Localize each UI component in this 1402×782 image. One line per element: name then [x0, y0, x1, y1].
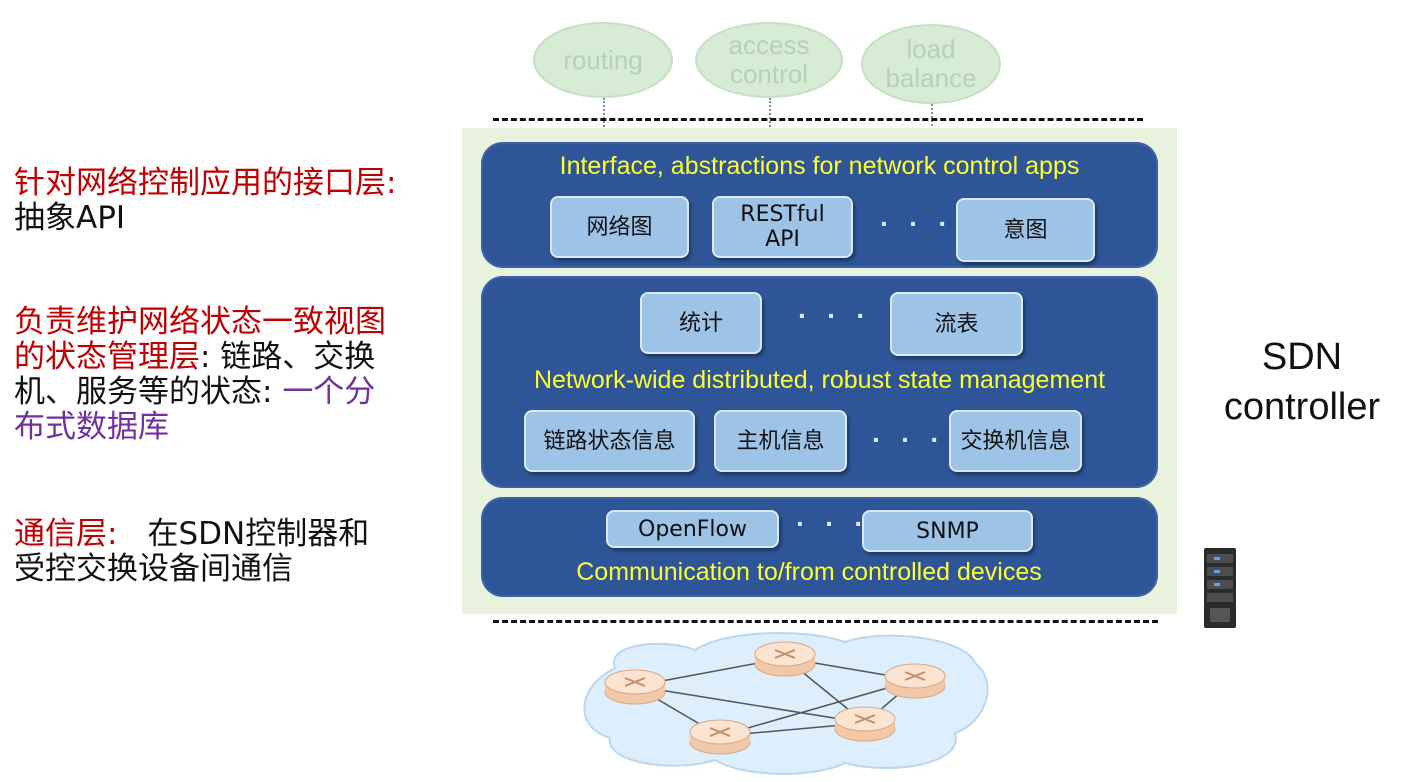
state-bottom-ellipsis: · · ·: [872, 424, 946, 455]
comm-layer: [481, 497, 1158, 597]
interface-layer-note: 针对网络控制应用的接口层: 抽象API: [14, 166, 396, 236]
state-layer-note: 负责维护网络状态一致视图 的状态管理层: 链路、交换 机、服务等的状态: 一个分…: [14, 305, 386, 445]
southbound-boundary: [493, 620, 1158, 623]
router-icon: [604, 641, 946, 755]
northbound-boundary: [493, 118, 1143, 121]
item-network-graph: 网络图: [550, 196, 689, 258]
app-access-control: access control: [695, 22, 843, 98]
state-layer-title: Network-wide distributed, robust state m…: [533, 366, 1106, 394]
interface-ellipsis: · · ·: [880, 208, 954, 239]
comm-note-rest1: 在SDN控制器和: [147, 516, 370, 552]
item-flow-table: 流表: [890, 292, 1023, 356]
app-load-balance: load balance: [861, 24, 1001, 104]
item-intent: 意图: [956, 198, 1095, 262]
state-note-line3-purple: 一个分: [282, 374, 376, 410]
item-snmp: SNMP: [862, 510, 1033, 552]
cloud-icon: [583, 632, 989, 775]
state-note-line2-rest: : 链路、交换: [200, 339, 376, 375]
comm-layer-note: 通信层: 在SDN控制器和 受控交换设备间通信: [14, 517, 369, 587]
state-note-line4-purple: 布式数据库: [14, 409, 169, 445]
interface-note-highlight: 针对网络控制应用的接口层:: [14, 165, 397, 201]
state-note-highlight: 负责维护网络状态一致视图: [14, 304, 386, 340]
state-top-ellipsis: · · ·: [798, 300, 872, 331]
item-link-state: 链路状态信息: [524, 410, 695, 472]
state-note-line3-rest: 机、服务等的状态:: [14, 374, 283, 410]
item-openflow: OpenFlow: [606, 510, 779, 548]
item-restful-api-label: RESTful API: [740, 202, 825, 252]
sdn-controller-label-text: SDN controller: [1223, 336, 1381, 428]
item-statistics: 统计: [640, 292, 762, 354]
app-access-control-label: access control: [728, 30, 810, 89]
comm-note-rest2: 受控交换设备间通信: [14, 551, 293, 587]
comm-ellipsis: · · ·: [796, 508, 870, 539]
item-restful-api: RESTful API: [712, 196, 853, 258]
data-plane-network: [583, 632, 989, 775]
sdn-controller-label: SDN controller: [1210, 332, 1394, 432]
app-routing: routing: [533, 22, 673, 98]
interface-note-rest: 抽象API: [14, 200, 126, 236]
item-host-info: 主机信息: [714, 410, 847, 472]
interface-layer-title: Interface, abstractions for network cont…: [559, 152, 1080, 180]
app-load-balance-label: load balance: [885, 34, 977, 93]
item-switch-info: 交换机信息: [949, 410, 1082, 472]
comm-layer-title: Communication to/from controlled devices: [576, 558, 1042, 586]
server-icon: [1204, 548, 1236, 628]
app-connector-load: [931, 104, 933, 142]
state-note-line2-highlight: 的状态管理层: [14, 339, 200, 375]
comm-note-highlight: 通信层:: [14, 516, 118, 552]
